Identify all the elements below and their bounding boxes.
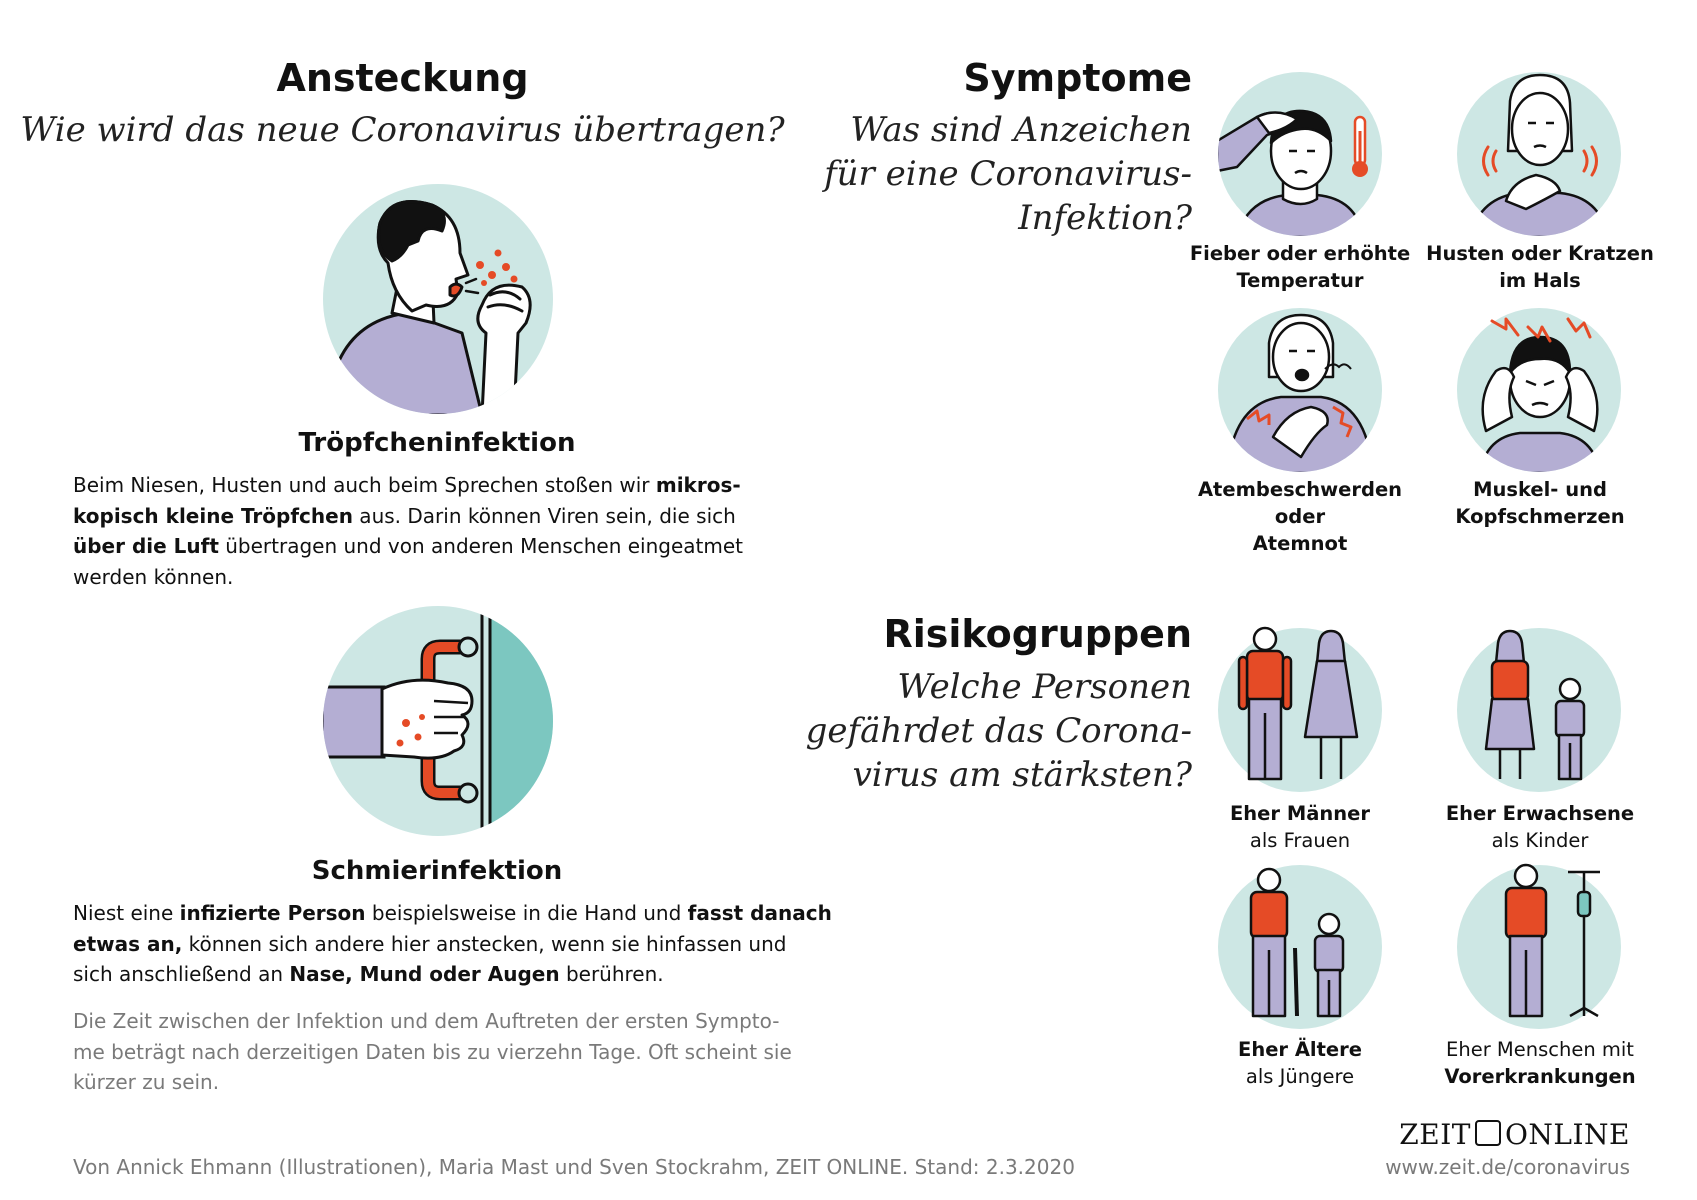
symptom-fever-caption: Fieber oder erhöhte Temperatur <box>1180 240 1420 294</box>
elderly-young-icon <box>1218 865 1382 1029</box>
risk-conditions-regular: Eher Menschen mit <box>1446 1038 1634 1061</box>
droplet-text-line4: werden können. <box>73 564 234 589</box>
zeit-online-logo: ZEIT ONLINE <box>1380 1118 1630 1151</box>
risk-men-regular: als Frauen <box>1249 829 1351 852</box>
symptome-question-line3: Infektion? <box>1018 198 1192 238</box>
man-woman-icon <box>1218 626 1382 792</box>
coughing-person-icon <box>323 184 553 414</box>
symptome-question-line1: Was sind Anzeichen <box>850 110 1192 150</box>
droplet-text-line1b: mikros- <box>655 473 741 497</box>
risk-elderly-bold: Eher Ältere <box>1238 1038 1362 1061</box>
risk-men-bold: Eher Männer <box>1229 802 1370 825</box>
note-line1: Die Zeit zwischen der Infektion und dem … <box>73 1009 780 1033</box>
incubation-note: Die Zeit zwischen der Infektion und dem … <box>73 1006 853 1098</box>
symptom-headache-caption: Muskel- und Kopfschmerzen <box>1420 476 1660 530</box>
smear-text-line2b: können sich andere hier anstecken, wenn … <box>182 931 787 956</box>
breathing-difficulty-icon <box>1218 308 1382 472</box>
smear-infection-text: Niest eine infizierte Person beispielswe… <box>73 898 853 990</box>
logo-text-right: ONLINE <box>1504 1118 1630 1151</box>
smear-text-line2a: etwas an, <box>73 931 183 956</box>
logo-text-left: ZEIT <box>1399 1118 1471 1151</box>
zeit-url[interactable]: www.zeit.de/coronavirus <box>1385 1155 1630 1179</box>
symptom-cough-line2: im Hals <box>1499 269 1581 292</box>
symptome-question: Was sind Anzeichen für eine Coronavirus-… <box>824 108 1192 240</box>
symptom-fever-line1: Fieber oder erhöhte <box>1189 242 1411 265</box>
credit-line: Von Annick Ehmann (Illustrationen), Mari… <box>73 1155 1075 1179</box>
risk-men-caption: Eher Männer als Frauen <box>1180 800 1420 854</box>
symptom-breathing-caption: Atembeschwerden oder Atemnot <box>1170 476 1430 557</box>
symptom-cough-caption: Husten oder Kratzen im Hals <box>1420 240 1660 294</box>
risk-elderly-caption: Eher Ältere als Jüngere <box>1180 1036 1420 1090</box>
risk-conditions-caption: Eher Menschen mit Vorerkrankungen <box>1410 1036 1670 1090</box>
risk-adults-caption: Eher Erwachsene als Kinder <box>1420 800 1660 854</box>
sore-throat-icon <box>1457 72 1621 236</box>
risk-adults-bold: Eher Erwachsene <box>1445 802 1635 825</box>
symptom-breathing-line1: Atembeschwerden oder <box>1197 478 1403 528</box>
droplet-text-line2b: aus. Darin können Viren sein, die sich <box>352 503 736 528</box>
smear-text-line1d: fasst danach <box>687 901 832 925</box>
door-handle-hand-icon <box>323 606 553 836</box>
droplet-text-line2a: kopisch kleine Tröpfchen <box>73 503 353 528</box>
symptom-headache-line1: Muskel- und <box>1473 478 1607 501</box>
smear-text-line1b: infizierte Person <box>179 901 366 925</box>
symptom-cough-line1: Husten oder Kratzen <box>1426 242 1654 265</box>
ansteckung-subtitle: Wie wird das neue Coronavirus übertragen… <box>20 110 785 150</box>
risk-adults-regular: als Kinder <box>1491 829 1589 852</box>
risikogruppen-question-line3: virus am stärksten? <box>852 755 1192 795</box>
smear-text-line1a: Niest eine <box>73 901 180 925</box>
droplet-infection-heading: Tröpfcheninfektion <box>298 428 576 458</box>
symptome-question-line2: für eine Coronavirus- <box>824 154 1192 194</box>
note-line2: me beträgt nach derzeitigen Daten bis zu… <box>73 1039 792 1064</box>
ansteckung-title: Ansteckung <box>276 56 529 100</box>
headache-icon <box>1457 308 1621 472</box>
risikogruppen-question-line1: Welche Personen <box>897 667 1192 707</box>
risk-elderly-regular: als Jüngere <box>1245 1065 1355 1088</box>
risikogruppen-title: Risikogruppen <box>883 612 1192 656</box>
adult-child-icon <box>1457 628 1621 792</box>
risikogruppen-question: Welche Personen gefährdet das Corona- vi… <box>806 665 1192 797</box>
droplet-text-line3a: über die Luft <box>73 534 219 558</box>
symptom-headache-line2: Kopfschmerzen <box>1455 505 1625 528</box>
symptome-title: Symptome <box>963 56 1192 100</box>
smear-text-line3b: Nase, Mund oder Augen <box>289 962 560 986</box>
droplet-infection-text: Beim Niesen, Husten und auch beim Sprech… <box>73 470 833 592</box>
smear-text-line3c: berühren. <box>559 962 664 986</box>
symptom-breathing-line2: Atemnot <box>1252 532 1348 555</box>
risk-conditions-bold: Vorerkrankungen <box>1444 1065 1636 1088</box>
symptom-fever-line2: Temperatur <box>1236 269 1364 292</box>
fever-icon <box>1218 72 1382 236</box>
note-line3: kürzer zu sein. <box>73 1070 220 1094</box>
droplet-text-line3b: übertragen und von anderen Menschen eing… <box>218 534 743 558</box>
smear-infection-heading: Schmierinfektion <box>311 856 563 886</box>
risikogruppen-question-line2: gefährdet das Corona- <box>805 711 1192 751</box>
droplet-text-line1a: Beim Niesen, Husten und auch beim Sprech… <box>73 473 656 497</box>
iv-drip-patient-icon <box>1457 863 1621 1029</box>
eagle-crest-icon <box>1474 1120 1501 1146</box>
smear-text-line3a: sich anschließend an <box>73 962 290 986</box>
smear-text-line1c: beispielsweise in die Hand und <box>365 901 688 925</box>
